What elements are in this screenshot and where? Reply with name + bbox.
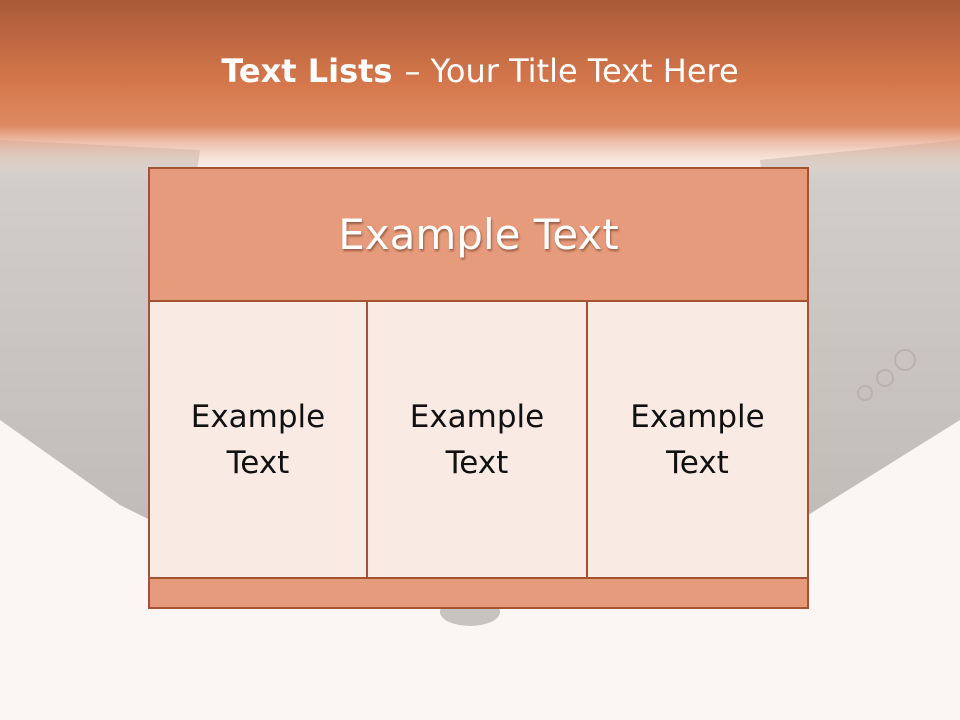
cell-2-line-2: Text bbox=[445, 444, 509, 481]
cell-1-line-1: Example bbox=[190, 398, 326, 435]
title-subtitle-text: – Your Title Text Here bbox=[404, 52, 739, 90]
cell-3-line-1: Example bbox=[630, 398, 765, 435]
cell-1-line-2: Text bbox=[226, 444, 290, 481]
table-footer-row bbox=[150, 577, 807, 607]
table-header-row: Example Text bbox=[150, 169, 807, 302]
slide-title: Text Lists – Your Title Text Here bbox=[0, 52, 960, 90]
cell-2-line-1: Example bbox=[409, 398, 545, 435]
title-bold-text: Text Lists bbox=[221, 52, 393, 90]
cell-3-line-2: Text bbox=[666, 444, 729, 481]
title-band bbox=[0, 0, 960, 180]
header-text[interactable]: Example Text bbox=[338, 210, 619, 259]
